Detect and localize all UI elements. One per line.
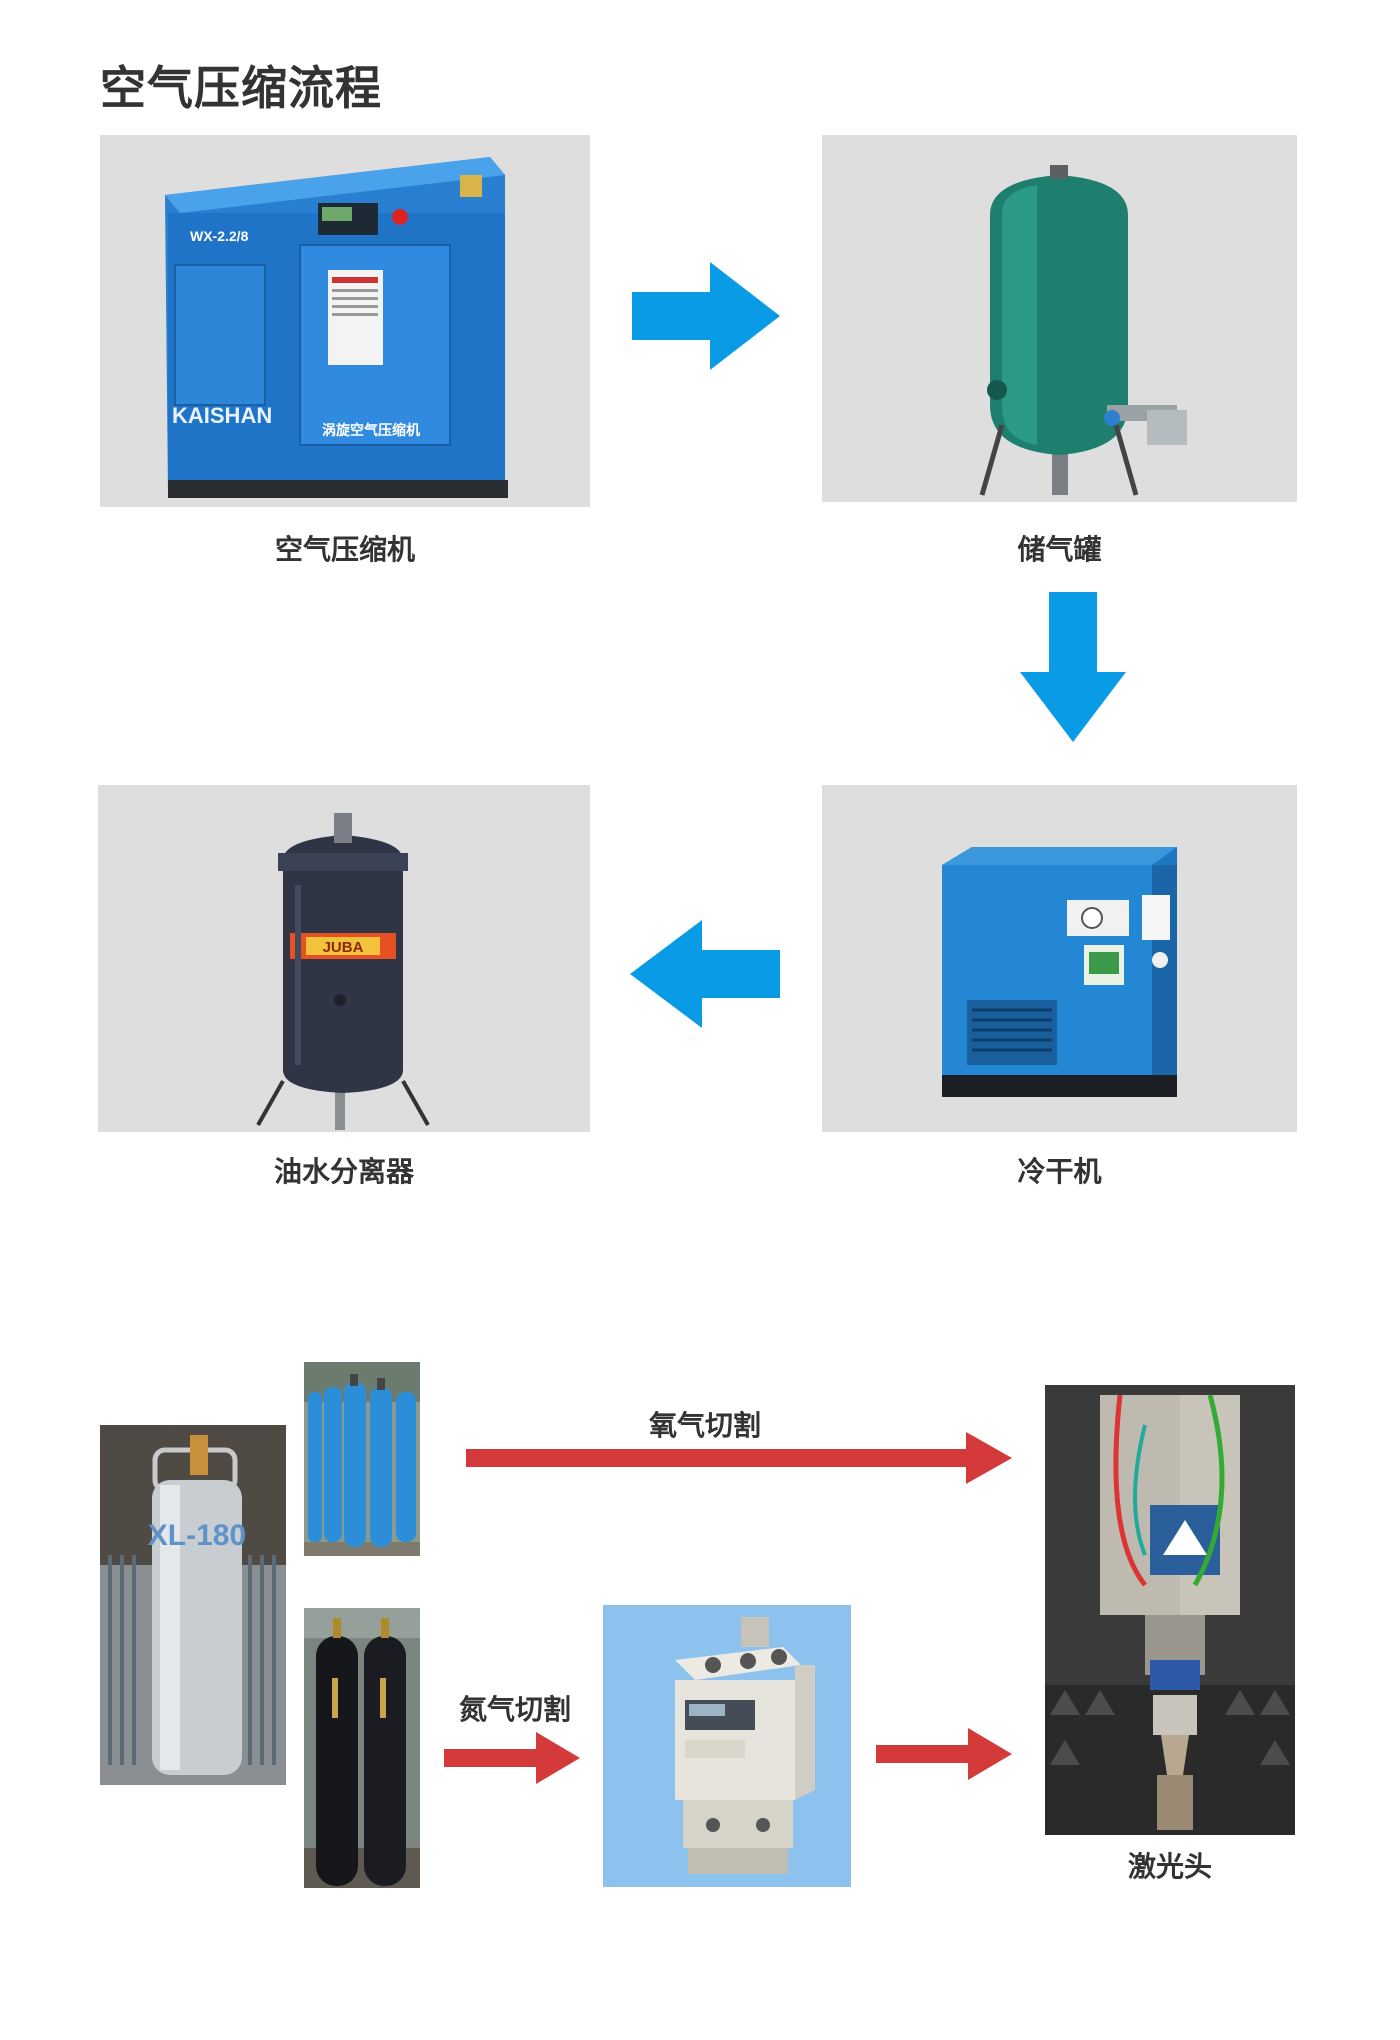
oxygen-cutting-label: 氧气切割 [648, 1409, 761, 1442]
dryer-image [942, 847, 1177, 1097]
proportional-valve-image [603, 1605, 851, 1887]
nitrogen-cylinders-image [304, 1608, 420, 1888]
svg-text:KAISHAN: KAISHAN [172, 403, 272, 428]
separator-panel: JUBA [98, 785, 590, 1132]
svg-text:XL-180: XL-180 [148, 1519, 246, 1552]
laser-head-label: 激光头 [1127, 1850, 1212, 1883]
tank-label: 储气罐 [1017, 533, 1102, 566]
dryer-label: 冷干机 [1017, 1155, 1102, 1188]
nitrogen-cutting-label: 氮气切割 [458, 1693, 571, 1726]
liquid-dewar-image: XL-180 [100, 1425, 286, 1785]
left-arrow-icon [630, 920, 780, 1028]
nitrogen-right-arrow-icon [444, 1732, 580, 1784]
dryer-panel [822, 785, 1297, 1132]
compressor-label: 空气压缩机 [274, 533, 415, 566]
separator-image: JUBA [256, 813, 430, 1130]
oxygen-right-arrow-icon [466, 1432, 1012, 1484]
laser-head-image [1045, 1385, 1295, 1835]
page-title: 空气压缩流程 [100, 61, 382, 115]
compressor-image: WX-2.2/8 KAISHAN 涡旋空气压缩机 [165, 157, 508, 498]
right-arrow-icon [632, 262, 780, 370]
svg-text:JUBA: JUBA [323, 939, 364, 956]
tank-panel [822, 135, 1297, 502]
compressor-panel: WX-2.2/8 KAISHAN 涡旋空气压缩机 [100, 135, 590, 507]
svg-text:涡旋空气压缩机: 涡旋空气压缩机 [322, 422, 420, 439]
separator-label: 油水分离器 [273, 1155, 414, 1188]
svg-text:WX-2.2/8: WX-2.2/8 [190, 228, 249, 244]
down-arrow-icon [1020, 592, 1126, 742]
oxygen-cylinders-image [304, 1362, 420, 1556]
tank-image [979, 165, 1187, 496]
valve-right-arrow-icon [876, 1728, 1012, 1780]
